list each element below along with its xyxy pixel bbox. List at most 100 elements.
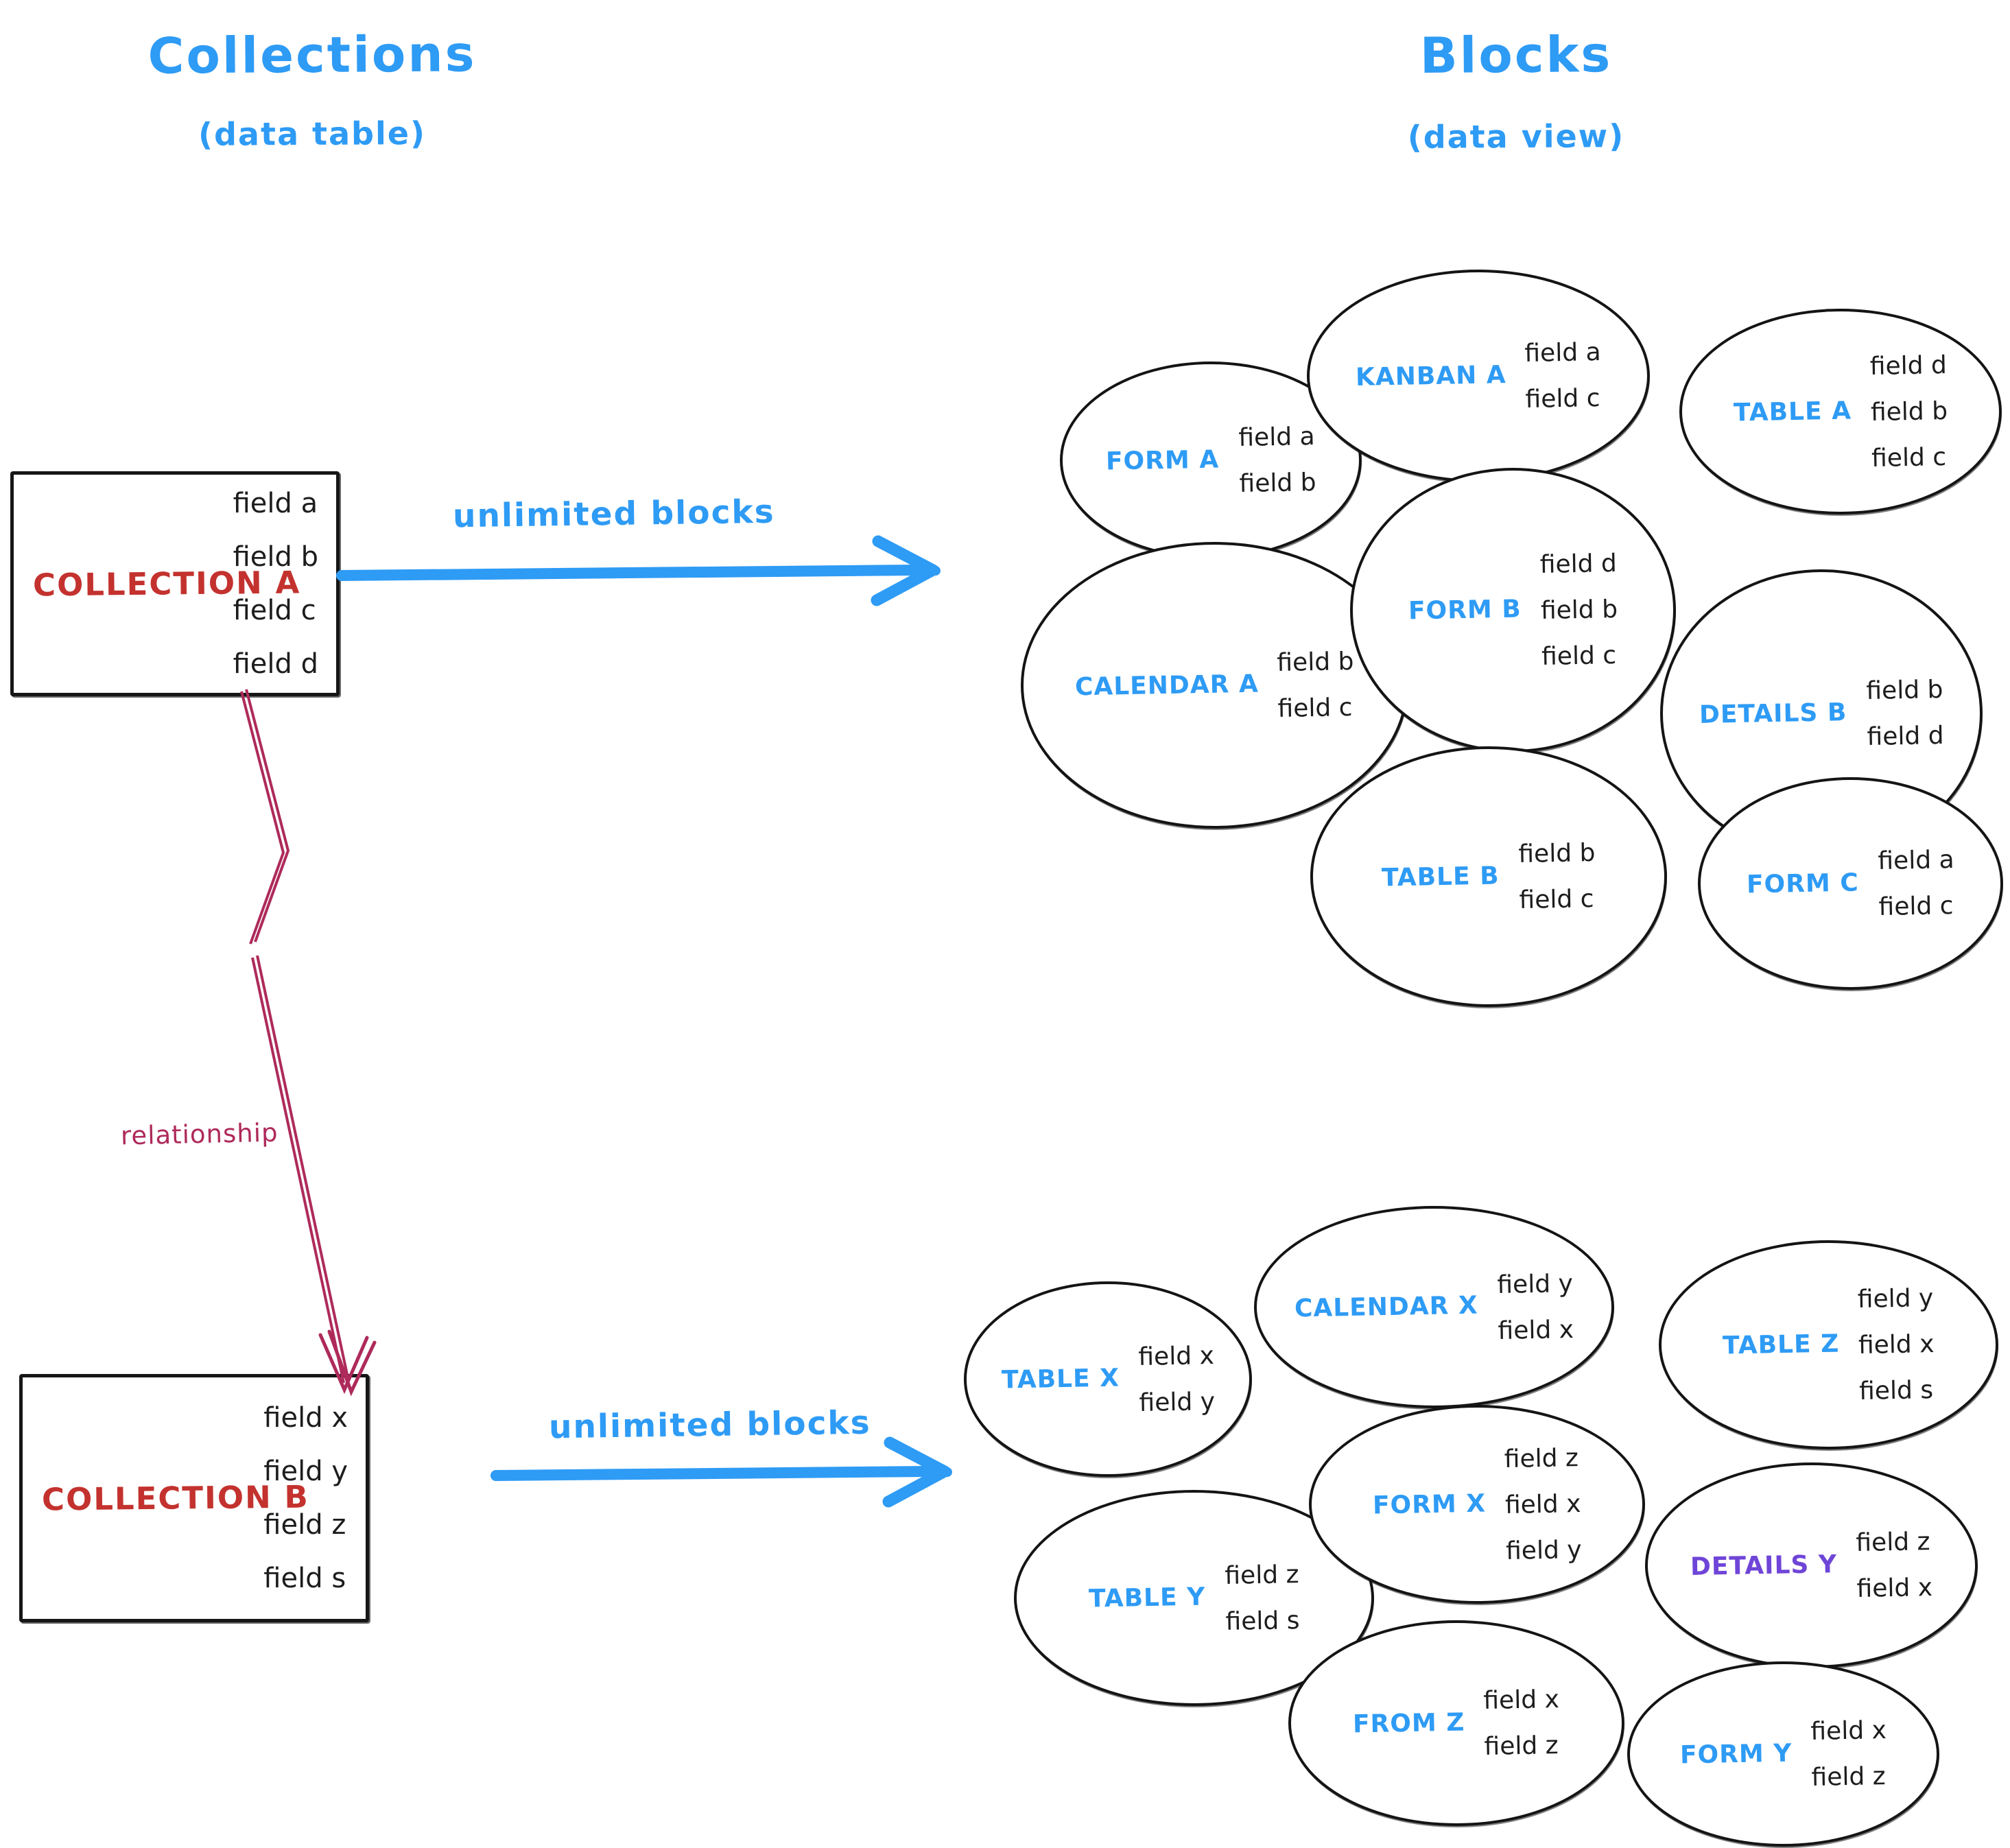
block-field: field b [1277,648,1355,677]
block-fields: field x field z [1484,1685,1561,1761]
block-field: field z [1224,1560,1299,1590]
block-field: field y [1506,1535,1583,1565]
block-field: field c [1519,885,1594,914]
block-fields: field x field z [1810,1716,1887,1792]
block-field: field b [1870,396,1948,427]
block-field: field c [1878,892,1954,921]
block-field: field x [1498,1315,1574,1345]
block-label: CALENDAR X [1294,1291,1479,1323]
block-field: field a [1877,846,1954,875]
block-field: field b [1238,469,1316,498]
block-field: field x [1858,1330,1935,1360]
block-fields: field d field b field c [1539,549,1618,671]
block-details-y: DETAILS Y field z field x [1645,1462,1978,1668]
block-fields: field y field x field s [1858,1284,1935,1406]
collection-a-field: field c [233,595,316,626]
block-label: KANBAN A [1355,360,1506,392]
block-table-z: TABLE Z field y field x field s [1659,1240,1998,1449]
block-field: field a [1238,423,1315,452]
block-label: TABLE Y [1089,1583,1206,1613]
block-field: field x [1810,1716,1887,1746]
block-table-b: TABLE B field b field c [1310,746,1667,1007]
collection-a-field: field a [233,488,318,519]
collections-subtitle: (data table) [198,115,427,153]
collection-b-field: field x [263,1402,348,1434]
block-field: field s [1225,1606,1300,1636]
block-fields: field b field c [1277,648,1355,723]
block-fields: field a field c [1524,338,1602,414]
collection-b-fields: field x field y field z field s [263,1402,348,1594]
block-field: field c [1541,641,1617,671]
block-field: field a [1524,338,1602,368]
block-field: field x [1504,1489,1582,1519]
block-field: field y [1857,1284,1935,1314]
block-field: field z [1856,1528,1931,1557]
block-fields: field y field x [1497,1270,1574,1345]
block-table-a: TABLE A field d field b field c [1679,309,2002,514]
unlimited-blocks-arrow-a [336,535,941,606]
collection-b-field: field z [263,1509,346,1541]
block-calendar-x: CALENDAR X field y field x [1254,1206,1614,1408]
block-table-x: TABLE X field x field y [964,1281,1252,1477]
block-fields: field a field b [1238,423,1316,498]
block-form-x: FORM X field z field x field y [1309,1405,1645,1604]
block-label: FORM Y [1679,1739,1793,1769]
block-field: field y [1497,1269,1574,1299]
block-field: field b [1517,839,1596,868]
block-field: field d [1866,722,1944,751]
block-field: field c [1525,384,1601,414]
block-fields: field x field y [1138,1342,1215,1417]
block-field: field z [1504,1443,1579,1473]
blocks-title: Blocks [1419,25,1613,84]
block-field: field x [1137,1341,1214,1371]
block-label: TABLE B [1381,862,1500,892]
block-field: field b [1865,676,1943,705]
block-label: DETAILS Y [1690,1550,1838,1581]
block-from-z: FROM Z field x field z [1288,1620,1624,1826]
block-form-b: FORM B field d field b field c [1350,468,1676,753]
relationship-label: relationship [120,1117,279,1151]
block-fields: field z field x [1856,1528,1932,1603]
block-kanban-a: KANBAN A field a field c [1307,270,1650,482]
block-fields: field b field d [1866,676,1944,751]
block-label: CALENDAR A [1074,670,1259,701]
collections-title: Collections [147,25,477,85]
blocks-subtitle: (data view) [1407,117,1625,156]
block-label: TABLE X [1001,1364,1120,1395]
block-fields: field z field s [1225,1561,1300,1636]
block-label: FROM Z [1352,1708,1465,1738]
block-field: field d [1539,549,1618,579]
block-field: field z [1484,1731,1559,1761]
collection-b-box: COLLECTION B field x field y field z fie… [19,1374,369,1622]
block-label: FORM X [1372,1489,1487,1519]
unlimited-blocks-label-b: unlimited blocks [548,1403,872,1447]
block-field: field z [1811,1762,1886,1792]
block-calendar-a: CALENDAR A field b field c [1021,542,1408,829]
collection-a-field: field d [233,648,318,680]
block-label: DETAILS B [1699,698,1848,729]
block-form-y: FORM Y field x field z [1627,1661,1939,1847]
block-label: TABLE A [1733,396,1852,427]
block-label: FORM C [1746,868,1860,899]
collection-a-fields: field a field b field c field d [233,488,318,680]
block-field: field b [1540,595,1618,625]
block-fields: field a field c [1878,846,1955,921]
block-fields: field d field b field c [1869,351,1948,473]
block-field: field y [1138,1387,1216,1417]
block-field: field x [1856,1574,1933,1603]
block-field: field c [1277,694,1353,723]
collection-a-field: field b [233,541,318,573]
block-field: field s [1859,1376,1934,1406]
block-field: field d [1869,351,1948,381]
block-label: FORM A [1106,445,1220,475]
block-field: field c [1871,442,1947,473]
unlimited-blocks-label-a: unlimited blocks [452,493,776,536]
collection-b-field: field y [263,1456,348,1487]
block-fields: field b field c [1518,839,1596,914]
block-label: FORM B [1408,595,1522,626]
collection-b-field: field s [263,1563,346,1594]
block-fields: field z field x field y [1504,1444,1582,1565]
block-label: TABLE Z [1722,1329,1840,1360]
collection-a-box: COLLECTION A field a field b field c fie… [10,471,340,696]
block-field: field x [1483,1685,1560,1715]
